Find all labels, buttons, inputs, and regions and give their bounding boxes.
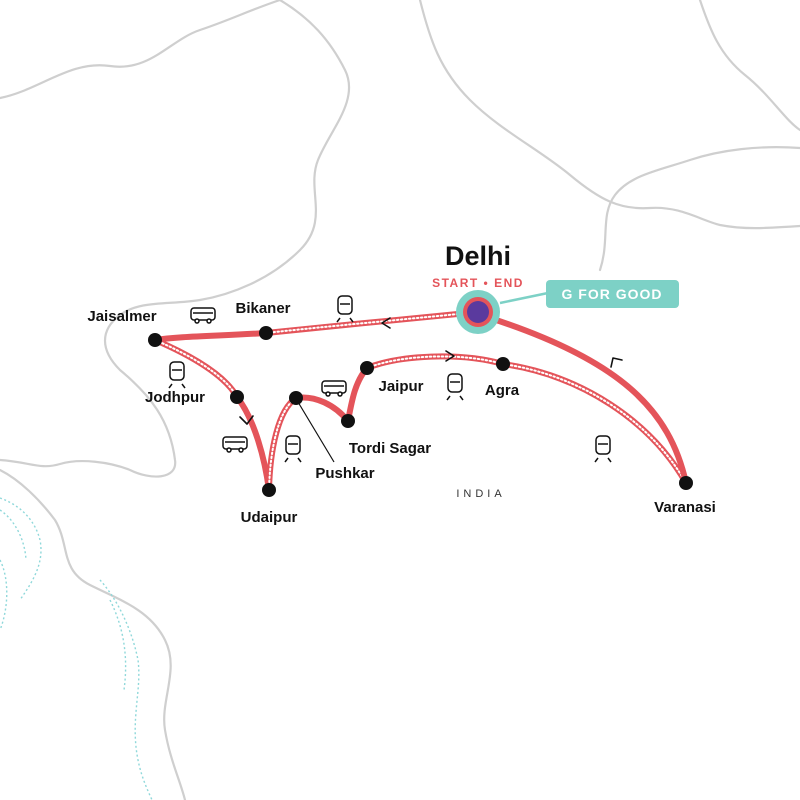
arrow-jaisalmer-jodhpur [239,415,254,425]
train-icon [336,295,354,323]
border-nepal [598,146,800,272]
badge-label: G FOR GOOD [562,286,663,302]
gulf-of-khambhat-2 [109,599,127,691]
train-icon [594,435,612,463]
city-dot-jaipur [360,361,374,375]
border-west-coast [0,468,187,800]
city-label-varanasi: Varanasi [654,499,716,516]
g-for-good-badge: G FOR GOOD [546,280,679,308]
arrow-varanasi-delhi [610,357,623,368]
route-tordisagar-jaipur [345,365,370,424]
arrow-delhi-bikaner [381,317,391,329]
train-icon [446,373,464,401]
city-label-bikaner: Bikaner [235,300,290,317]
delhi-label: Delhi [445,241,511,271]
country-label: INDIA [456,488,505,500]
gulf-of-khambhat [99,579,153,800]
city-dot-pushkar [289,391,303,405]
border-north-west [0,0,282,100]
route-jaisalmer-jodhpur-rail [154,339,238,398]
arabian-coast [0,559,8,631]
route-delhi-bikaner-rail [265,311,479,334]
bus-icon [222,436,248,453]
direction-arrows [239,317,623,425]
route-agra-varanasi-rail [502,363,687,484]
route-varanasi-delhi [487,315,689,486]
gulf-of-kutch [0,497,42,601]
train-icon [168,361,186,389]
start-end-label: START • END [432,276,524,290]
city-dot-udaipur [262,483,276,497]
border-north-central [0,0,351,478]
city-label-jaisalmer: Jaisalmer [87,308,156,325]
bus-icon [190,307,216,324]
pushkar-leader-line [297,401,335,463]
city-dot-bikaner [259,326,273,340]
train-icon [284,435,302,463]
route-pushkar-tordisagar [293,394,351,424]
city-dots [148,326,693,497]
city-label-jaipur: Jaipur [378,378,423,395]
border-east [698,0,800,132]
city-dot-jaisalmer [148,333,162,347]
route-udaipur-pushkar-rail [268,397,297,491]
city-label-pushkar: Pushkar [315,465,374,482]
badge-connector [499,291,549,305]
city-dot-varanasi [679,476,693,490]
city-dot-tordi-sagar [341,414,355,428]
city-label-udaipur: Udaipur [241,509,298,526]
route-jodhpur-udaipur [234,394,272,493]
city-dot-agra [496,357,510,371]
city-label-jodhpur: Jodhpur [145,389,205,406]
gulf-of-kutch-2 [0,509,27,561]
arrow-jaipur-agra [445,350,455,362]
delhi-start-marker [456,290,500,334]
route-lines [152,309,689,493]
city-label-tordi-sagar: Tordi Sagar [349,440,431,457]
route-jaipur-agra-rail [366,355,504,369]
city-label-agra: Agra [485,382,520,399]
coastline-water [0,497,153,800]
border-himalaya [418,0,800,230]
route-bikaner-jaisalmer [152,330,269,343]
city-dot-jodhpur [230,390,244,404]
bus-icon [321,380,347,397]
